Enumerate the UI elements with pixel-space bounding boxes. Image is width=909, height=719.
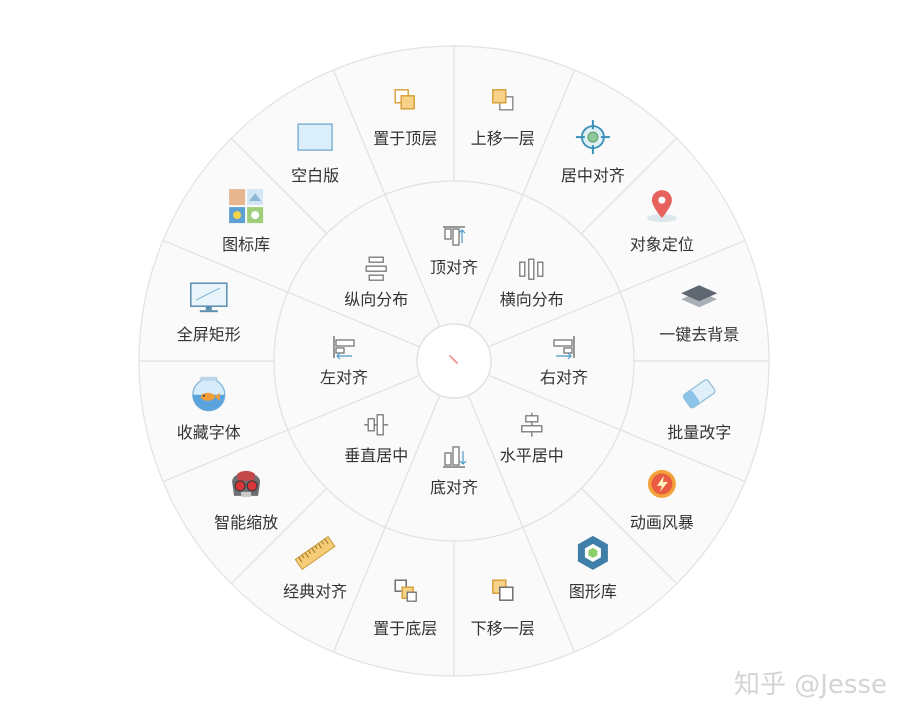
menu-item-vertical-center[interactable]: 垂直居中 bbox=[286, 374, 441, 529]
move-down-layer-icon bbox=[492, 579, 514, 601]
watermark: 知乎 @Jesse bbox=[733, 670, 887, 700]
pen-icon bbox=[449, 355, 458, 364]
menu-item-label: 上移一层 bbox=[471, 129, 535, 148]
menu-item-bring-to-bottom[interactable]: 置于底层 bbox=[332, 526, 455, 677]
distribute-vertical-icon bbox=[365, 256, 387, 281]
map-pin-icon bbox=[646, 190, 677, 223]
menu-item-label: 垂直居中 bbox=[344, 446, 408, 465]
distribute-horizontal-icon bbox=[519, 258, 544, 280]
bring-to-front-icon bbox=[394, 89, 415, 110]
image-grid-icon bbox=[229, 189, 264, 224]
align-top-icon bbox=[443, 226, 466, 246]
menu-item-remove-background[interactable]: 一键去背景 bbox=[619, 239, 770, 362]
move-up-layer-icon bbox=[492, 89, 514, 111]
menu-item-batch-edit-text[interactable]: 批量改字 bbox=[619, 360, 770, 483]
menu-item-label: 居中对齐 bbox=[561, 166, 625, 185]
menu-item-label: 批量改字 bbox=[667, 423, 731, 442]
menu-item-classic-align[interactable]: 经典对齐 bbox=[230, 487, 386, 653]
menu-item-right-align[interactable]: 右对齐 bbox=[487, 291, 635, 431]
align-right-icon bbox=[553, 336, 575, 360]
layers-icon bbox=[681, 285, 718, 308]
menu-item-label: 横向分布 bbox=[500, 290, 564, 309]
menu-item-label: 顶对齐 bbox=[430, 258, 478, 277]
hexagon-icon bbox=[577, 535, 608, 570]
fishbowl-icon bbox=[192, 376, 226, 412]
menu-item-label: 置于底层 bbox=[373, 619, 437, 638]
menu-item-label: 纵向分布 bbox=[344, 290, 408, 309]
menu-item-label: 智能缩放 bbox=[214, 513, 278, 532]
menu-item-label: 全屏矩形 bbox=[177, 325, 241, 344]
antman-icon bbox=[232, 470, 261, 497]
center-hub[interactable] bbox=[416, 323, 492, 399]
eraser-icon bbox=[682, 379, 716, 409]
lightning-icon bbox=[647, 469, 676, 498]
menu-item-label: 图形库 bbox=[569, 582, 617, 601]
menu-item-label: 收藏字体 bbox=[177, 423, 241, 442]
menu-item-label: 左对齐 bbox=[320, 368, 368, 387]
menu-item-label: 底对齐 bbox=[430, 478, 478, 497]
align-bottom-icon bbox=[443, 446, 467, 468]
menu-item-shape-library[interactable]: 图形库 bbox=[522, 487, 678, 653]
menu-item-label: 置于顶层 bbox=[373, 129, 437, 148]
align-left-icon bbox=[333, 336, 355, 360]
blank-rect-icon bbox=[297, 123, 333, 151]
menu-item-label: 对象定位 bbox=[630, 235, 694, 254]
menu-item-favorite-fonts[interactable]: 收藏字体 bbox=[138, 360, 289, 483]
menu-item-center-align[interactable]: 居中对齐 bbox=[522, 69, 678, 235]
menu-item-label: 右对齐 bbox=[540, 368, 588, 387]
menu-item-label: 动画风暴 bbox=[630, 513, 694, 532]
menu-item-bring-to-top[interactable]: 置于顶层 bbox=[332, 45, 455, 196]
ruler-icon bbox=[294, 535, 336, 570]
menu-item-label: 图标库 bbox=[222, 235, 270, 254]
target-icon bbox=[575, 120, 610, 155]
menu-item-label: 空白版 bbox=[291, 166, 339, 185]
menu-item-move-down-layer[interactable]: 下移一层 bbox=[453, 526, 576, 677]
menu-item-label: 水平居中 bbox=[500, 446, 564, 465]
center-vertical-icon bbox=[364, 414, 389, 436]
menu-item-label: 经典对齐 bbox=[283, 582, 347, 601]
monitor-icon bbox=[190, 282, 228, 313]
menu-item-label: 下移一层 bbox=[471, 619, 535, 638]
center-horizontal-icon bbox=[521, 412, 543, 437]
menu-item-label: 一键去背景 bbox=[659, 325, 739, 344]
send-to-back-icon bbox=[394, 579, 417, 602]
